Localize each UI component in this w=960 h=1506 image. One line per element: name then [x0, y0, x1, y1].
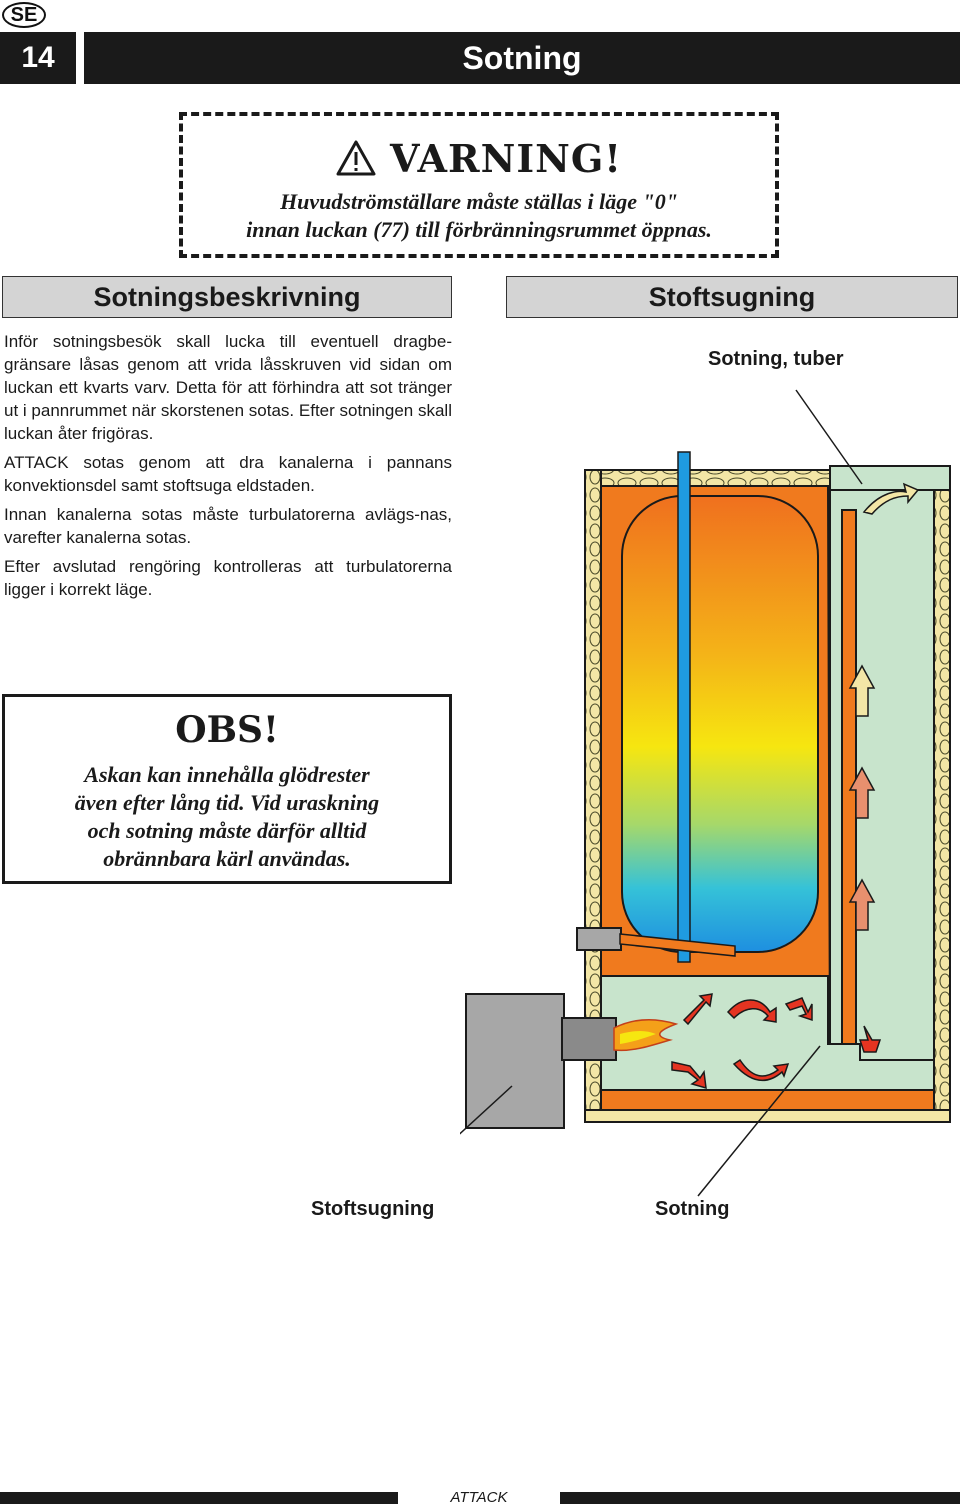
leader-tubes [795, 389, 863, 485]
cold-water-pipe [677, 451, 691, 963]
paragraph-2: ATTACK sotas genom att dra kanalerna i p… [4, 453, 452, 495]
obs-line-1: Askan kan innehålla glödrester [84, 762, 370, 787]
warning-line-1: Huvudströmställare måste ställas i läge … [280, 189, 678, 214]
obs-line-2: även efter lång tid. Vid uraskning [74, 790, 380, 815]
immersion-heater [576, 927, 622, 951]
section-heading-vacuum: Stoftsugning [506, 276, 958, 318]
language-badge: SE [2, 2, 46, 28]
burner-nozzle [561, 1017, 617, 1061]
boiler-diagram [460, 389, 951, 1197]
label-tubes: Sotning, tuber [708, 348, 844, 370]
page-title: Sotning [84, 32, 960, 84]
leader-vacuum [460, 1085, 513, 1135]
insulation-right [933, 469, 951, 1121]
paragraph-1: Inför sotningsbesök skall lucka till eve… [4, 332, 452, 443]
flue-wall [841, 509, 857, 1051]
paragraph-3: Innan kanalerna sotas måste turbulatorer… [4, 505, 452, 547]
flue-arrows [848, 482, 920, 931]
flue-gas-arrows [671, 993, 882, 1090]
obs-line-3: och sotning måste därför alltid [87, 818, 367, 843]
obs-line-4: obrännbara kärl användas. [103, 846, 351, 871]
footer-brand: ATTACK [450, 1489, 508, 1506]
warning-heading: VARNING! [183, 136, 775, 181]
warning-box: VARNING! Huvudströmställare måste ställa… [179, 112, 779, 258]
obs-text: Askan kan innehålla glödrester även efte… [5, 761, 449, 873]
leader-sweeping [697, 1045, 821, 1197]
water-tank [621, 495, 819, 953]
description-text: Inför sotningsbesök skall lucka till eve… [4, 330, 452, 607]
paragraph-4: Efter avslutad rengöring kontrolleras at… [4, 557, 452, 599]
footer-bar-left [0, 1492, 398, 1504]
flue-outlet [829, 465, 951, 491]
insulation-bottom [584, 1109, 951, 1123]
page-number: 14 [0, 32, 76, 84]
footer-bar-right [560, 1492, 960, 1504]
section-heading-description: Sotningsbeskrivning [2, 276, 452, 318]
warning-text: Huvudströmställare måste ställas i läge … [183, 188, 775, 244]
label-vacuum: Stoftsugning [311, 1198, 435, 1220]
obs-title: OBS! [175, 709, 279, 751]
burner-housing [465, 993, 565, 1129]
warning-triangle-icon [336, 140, 376, 176]
warning-line-2: innan luckan (77) till förbränningsrumme… [246, 217, 712, 242]
label-sweeping: Sotning [655, 1198, 730, 1220]
warning-title: VARNING! [390, 136, 622, 181]
obs-box: OBS! Askan kan innehålla glödrester även… [2, 694, 452, 884]
